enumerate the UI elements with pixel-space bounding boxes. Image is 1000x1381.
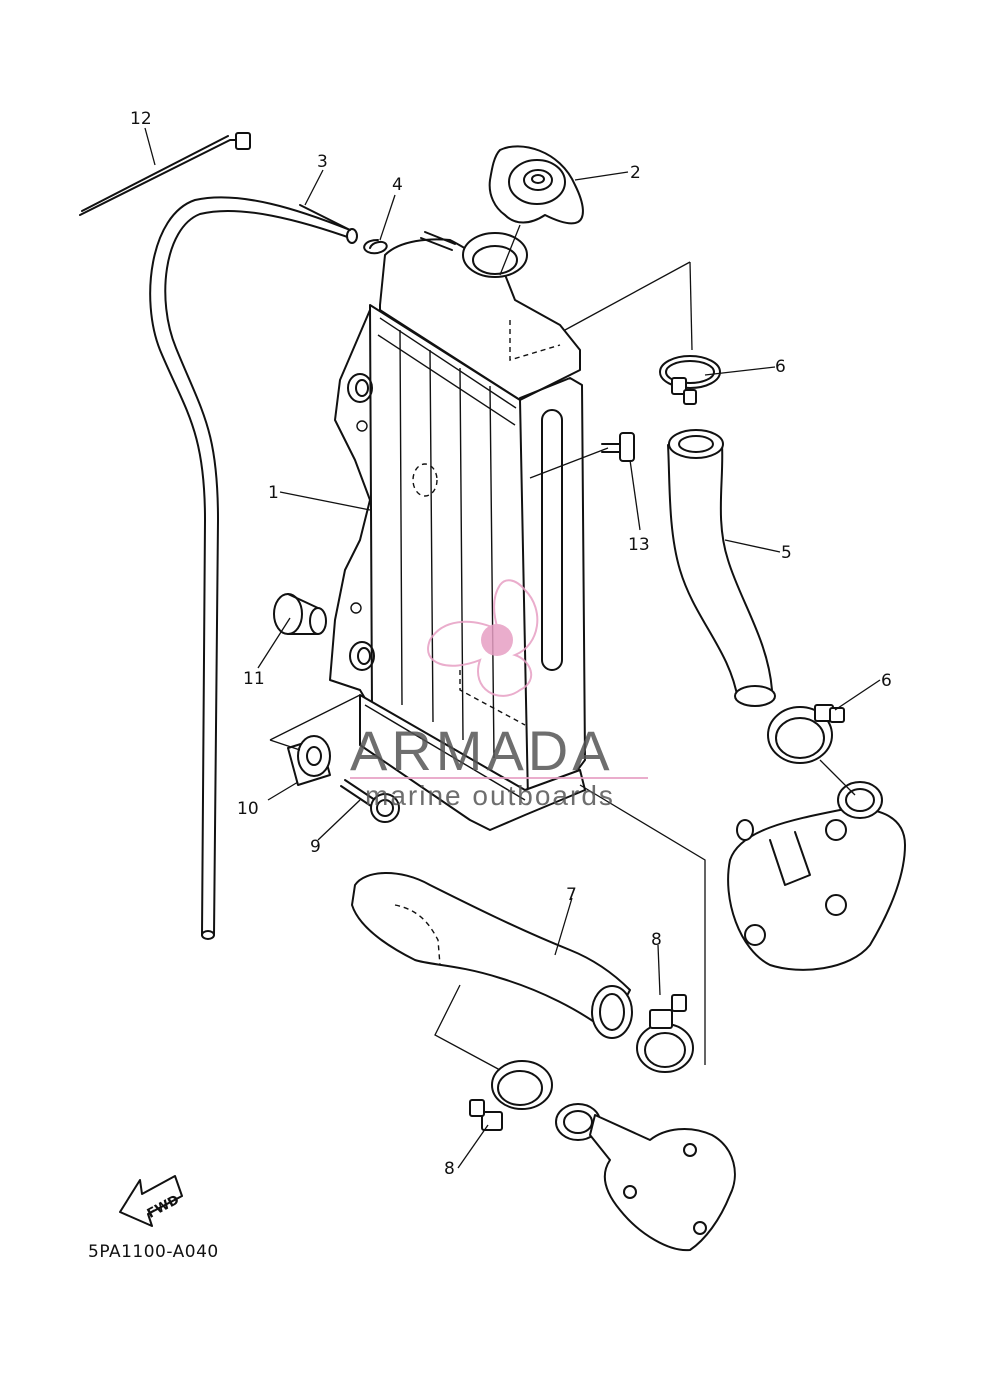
watermark-subtitle: marine outboards xyxy=(365,780,615,811)
overflow-hose xyxy=(149,196,358,940)
part-13-bolt xyxy=(601,432,635,462)
part-12-cable-tie xyxy=(79,132,251,216)
callout-5: 5 xyxy=(781,543,792,563)
callout-12: 12 xyxy=(130,109,152,129)
callout-8-left: 8 xyxy=(444,1159,455,1179)
part-7-lower-hose xyxy=(351,872,633,1039)
part-4-clip xyxy=(363,239,388,255)
callout-6-lower: 6 xyxy=(881,671,892,691)
watermark-logo xyxy=(427,579,539,697)
callout-8-right: 8 xyxy=(651,930,662,950)
callout-3: 3 xyxy=(317,152,328,172)
callout-labels: 12 3 4 2 6 1 13 5 11 6 10 9 7 8 8 xyxy=(130,109,892,1179)
callout-13: 13 xyxy=(628,535,650,555)
callout-7: 7 xyxy=(566,885,577,905)
callout-10: 10 xyxy=(237,799,259,819)
watermark-title: ARMADA xyxy=(350,719,614,782)
fwd-arrow-icon: FWD xyxy=(119,1175,183,1227)
part-6-clamp-upper xyxy=(659,355,721,405)
part-5-upper-hose xyxy=(667,429,776,707)
part-6-clamp-lower xyxy=(767,704,845,764)
watermark: ARMADA marine outboards xyxy=(350,579,648,811)
callout-6-upper: 6 xyxy=(775,357,786,377)
part-8-clamp-left xyxy=(469,1060,553,1131)
pump-outlet-fitting xyxy=(555,1103,736,1252)
part-8-clamp-right xyxy=(636,994,694,1073)
part-11-collar xyxy=(273,593,327,635)
callout-1: 1 xyxy=(268,483,279,503)
callout-2: 2 xyxy=(630,163,641,183)
diagram-code: 5PA1100-A040 xyxy=(88,1242,219,1262)
part-2-radiator-cap xyxy=(488,145,584,225)
callout-11: 11 xyxy=(243,669,265,689)
part-9-bolt xyxy=(340,779,400,823)
leader-lines xyxy=(144,127,881,1169)
part-3-hose xyxy=(299,204,351,231)
water-pump-cover xyxy=(727,781,906,971)
part-1-radiator xyxy=(329,231,586,831)
callout-9: 9 xyxy=(310,837,321,857)
part-10-grommet xyxy=(287,735,331,786)
callout-4: 4 xyxy=(392,175,403,195)
